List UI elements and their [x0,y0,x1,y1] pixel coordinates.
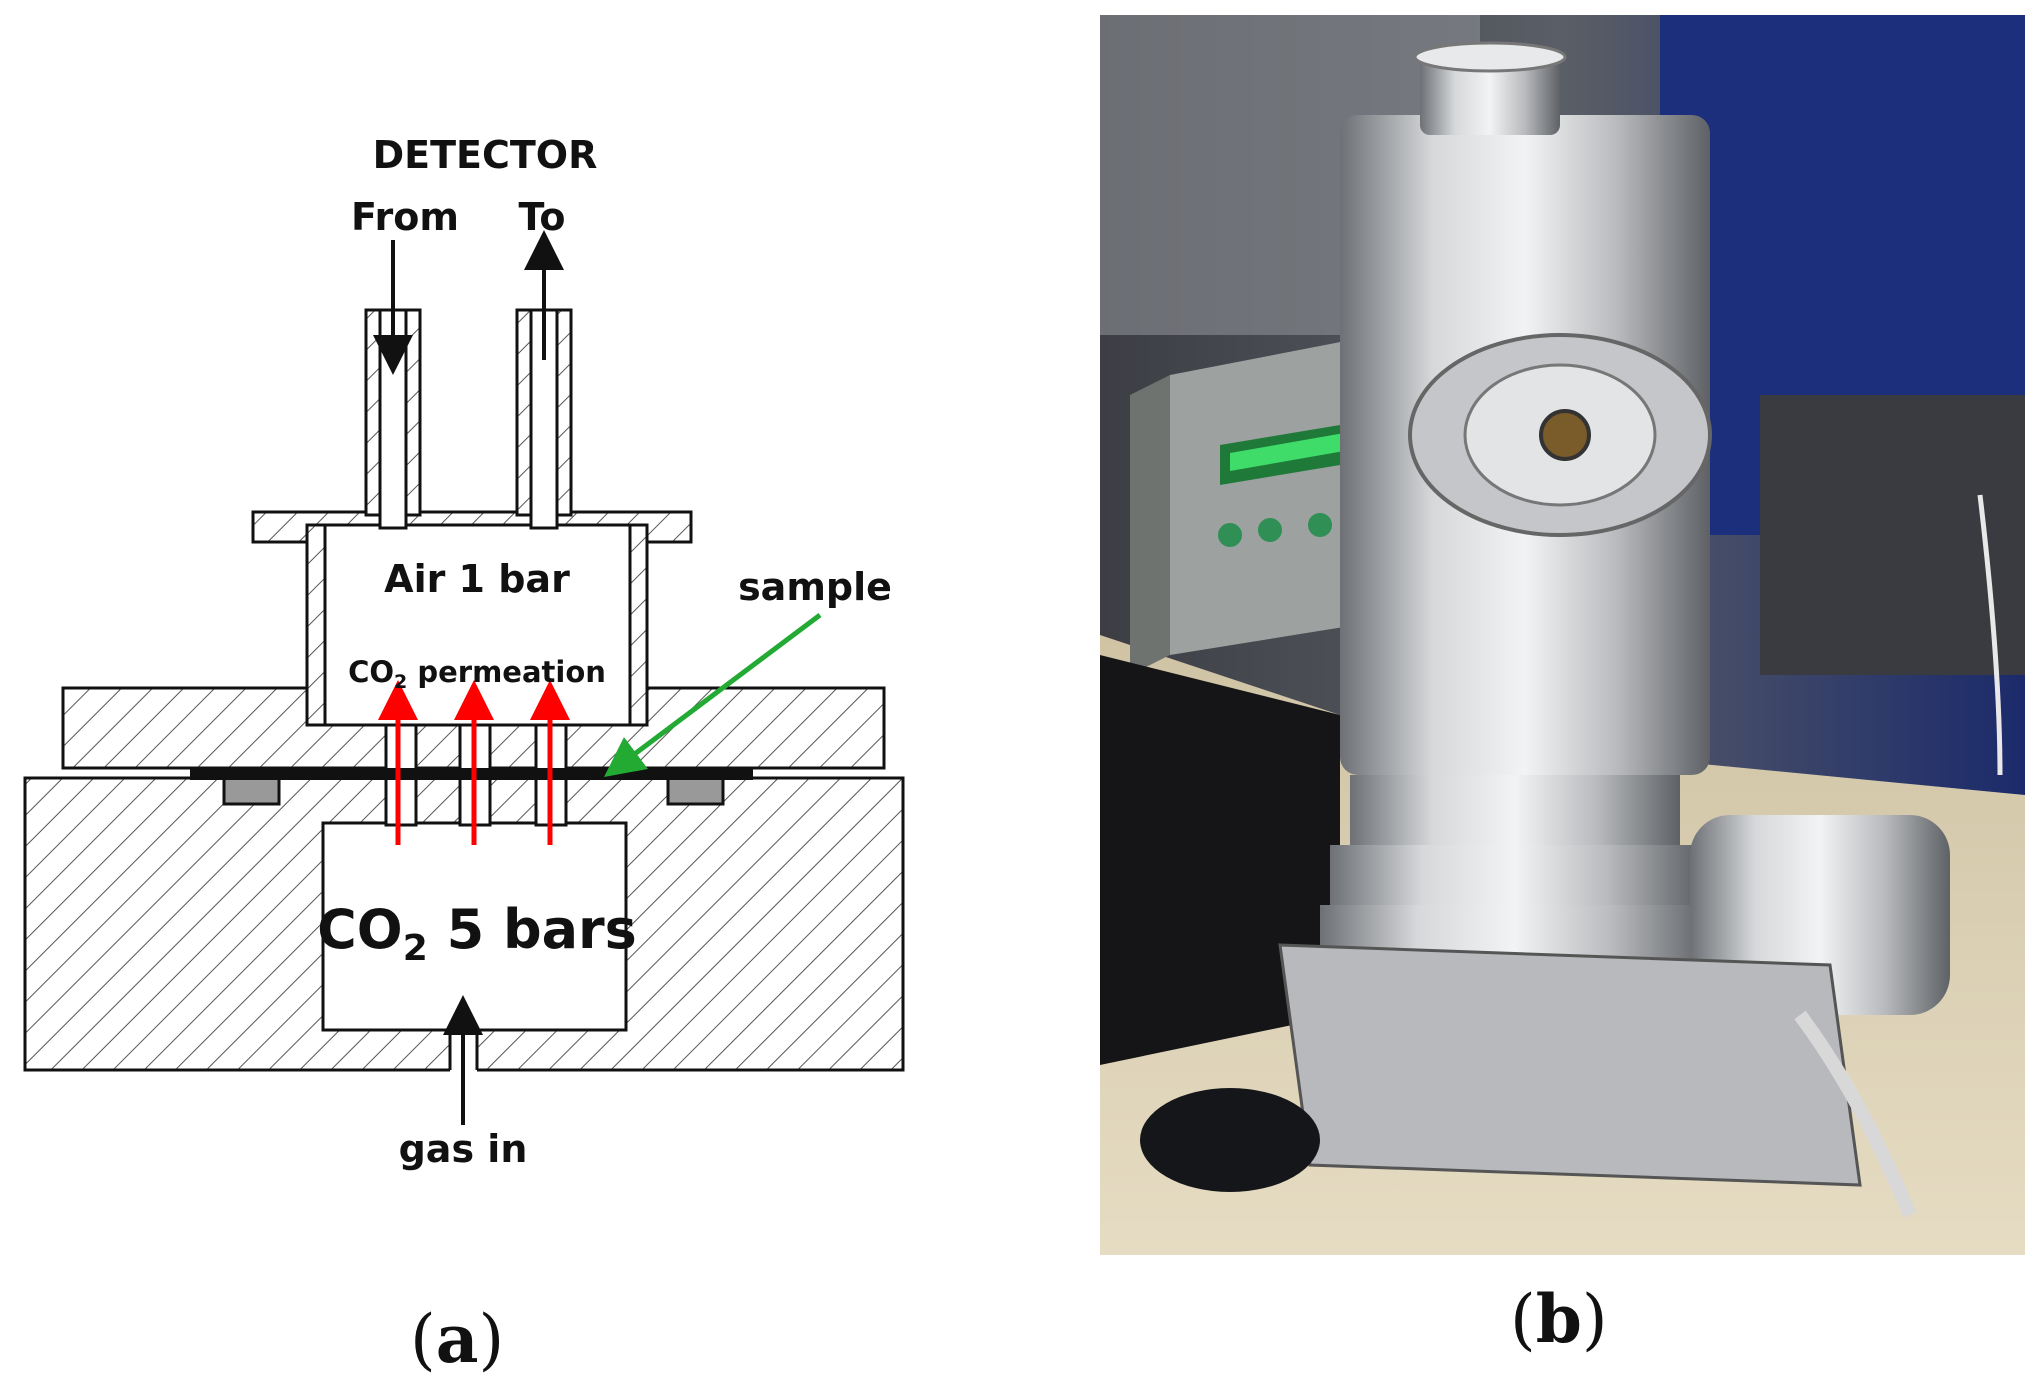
sample-label: sample [738,565,892,609]
permeation-cell-diagram: DETECTOR From To Air 1 bar CO2 permeatio… [23,133,905,1171]
panel-label-a: (a) [410,1300,505,1378]
kf-clamp [1408,333,1712,537]
base-block [1278,943,1862,1187]
co2-label: CO2 5 bars [317,898,637,969]
sample-disc [1140,1088,1320,1192]
to-label: To [519,195,566,239]
sample-pointer [604,613,822,777]
air-label: Air 1 bar [384,557,570,601]
air-chamber [323,523,632,727]
permeation-label: CO2 permeation [348,655,606,693]
permeation-cell-photo [1100,15,2025,1255]
panel-label-b: (b) [1510,1280,1608,1358]
detector-label: DETECTOR [373,133,598,177]
from-label: From [351,195,459,239]
gas-in-label: gas in [399,1127,528,1171]
